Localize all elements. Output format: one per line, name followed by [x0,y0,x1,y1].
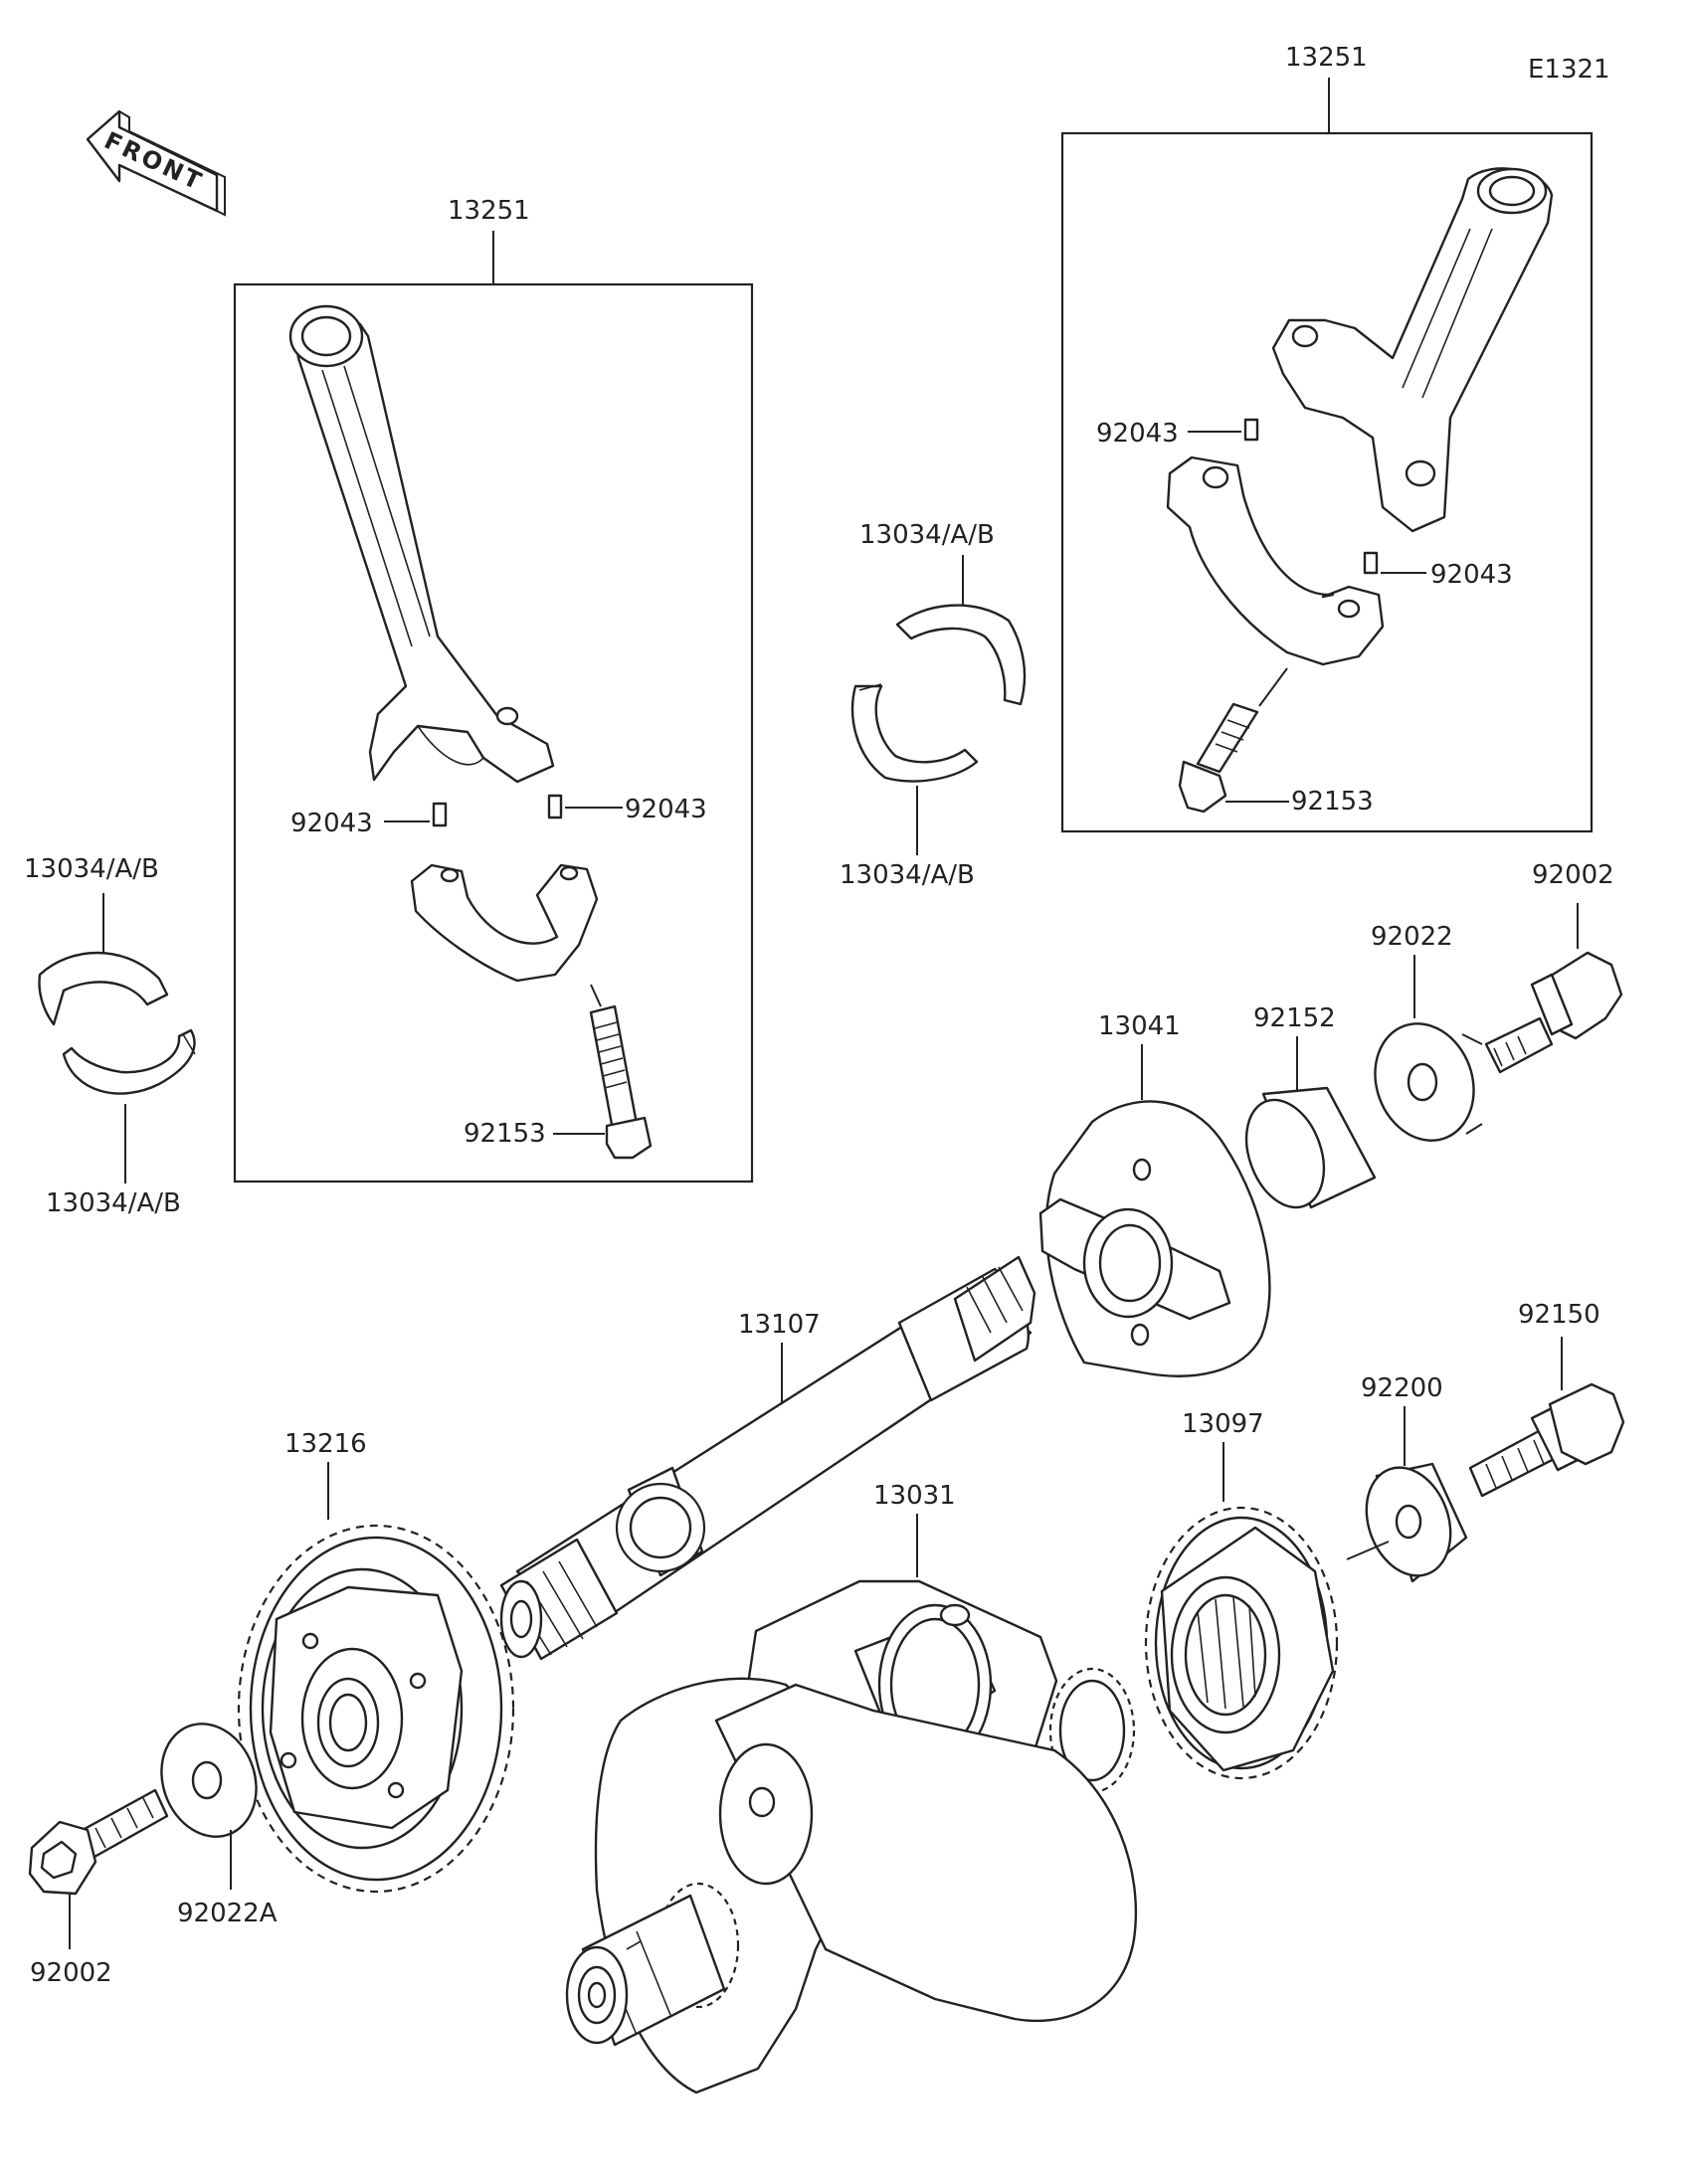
bolt-92002-top-label: 92002 [1532,860,1614,890]
washer-92200: 92200 [1346,1373,1468,1583]
flange-bolt-lower: 92002 [28,1788,169,1988]
pin-l1-label: 92043 [290,809,373,838]
washer-92022A: 92022A [160,1723,278,1928]
conrod-bolt-icon [589,984,653,1160]
connecting-rod-assembly-right: 13251 92043 92043 [1060,43,1594,833]
starter-clutch-rotor-13041: 13041 [1038,1011,1271,1377]
gear-13216-icon: 13216 [237,1429,515,1894]
connecting-rod-assembly-left: 13251 92043 92043 [233,196,754,1183]
conrod-cap-icon [1166,455,1385,666]
crankshaft-13031-icon: 13031 [565,1481,1138,2094]
bolt-92002-bottom-label: 92002 [30,1958,112,1988]
conrod-left-label: 13251 [448,196,530,226]
bearing-left-top-label: 13034/A/B [24,854,159,884]
connecting-rod-icon [1271,167,1554,533]
conrod-right-label: 13251 [1285,43,1368,73]
flange-bolt-92150: 92150 [1468,1300,1625,1498]
diagram-code: E1321 [1528,55,1610,85]
dowel-pin-icon [432,802,448,827]
plain-washer-92022: 92022 [1371,922,1483,1142]
pin-r2-label: 92043 [1430,560,1513,590]
bearing-mid-bottom-label: 13034/A/B [840,860,975,890]
washer-92022-label: 92022 [1371,922,1453,952]
conrod-bolt-icon [1178,667,1288,814]
bearing-mid-top-label: 13034/A/B [859,520,995,550]
bearing-shell-lower-middle: 13034/A/B [840,683,979,890]
bolt-92150-label: 92150 [1518,1300,1600,1330]
bearing-shell-upper-middle: 13034/A/B [859,520,1027,706]
gear-13216-label: 13216 [284,1429,367,1459]
washer-92200-label: 92200 [1361,1373,1443,1403]
washer-92022A-label: 92022A [177,1899,278,1928]
pin-r1-label: 92043 [1096,419,1179,449]
connecting-rod-icon [288,304,555,784]
flange-bolt-upper: 92002 [1484,860,1623,1074]
crank-13031-label: 13031 [873,1481,956,1511]
shaft-13107-label: 13107 [738,1310,821,1340]
starter-shaft-13107: 13107 [499,1255,1036,1661]
rotor-13041-label: 13041 [1098,1011,1181,1041]
conrod-cap-icon [410,863,599,983]
dowel-pin-icon [1363,551,1379,575]
gear-13097-label: 13097 [1182,1409,1264,1439]
bolt-r-label: 92153 [1291,787,1374,817]
bearing-left-bottom-label: 13034/A/B [46,1188,181,1218]
gear-13097-icon: 13097 [1144,1409,1339,1780]
bearing-shell-lower-left: 13034/A/B [46,1028,196,1218]
dowel-pin-icon [547,794,563,819]
pin-l2-label: 92043 [625,795,707,824]
collar-92152-label: 92152 [1253,1003,1336,1033]
bolt-l-label: 92153 [464,1119,546,1149]
bearing-shell-upper-left: 13034/A/B [24,854,169,1026]
collar-92152: 92152 [1244,1003,1377,1209]
dowel-pin-icon [1243,418,1259,442]
front-arrow-icon: FRONT [86,109,226,217]
